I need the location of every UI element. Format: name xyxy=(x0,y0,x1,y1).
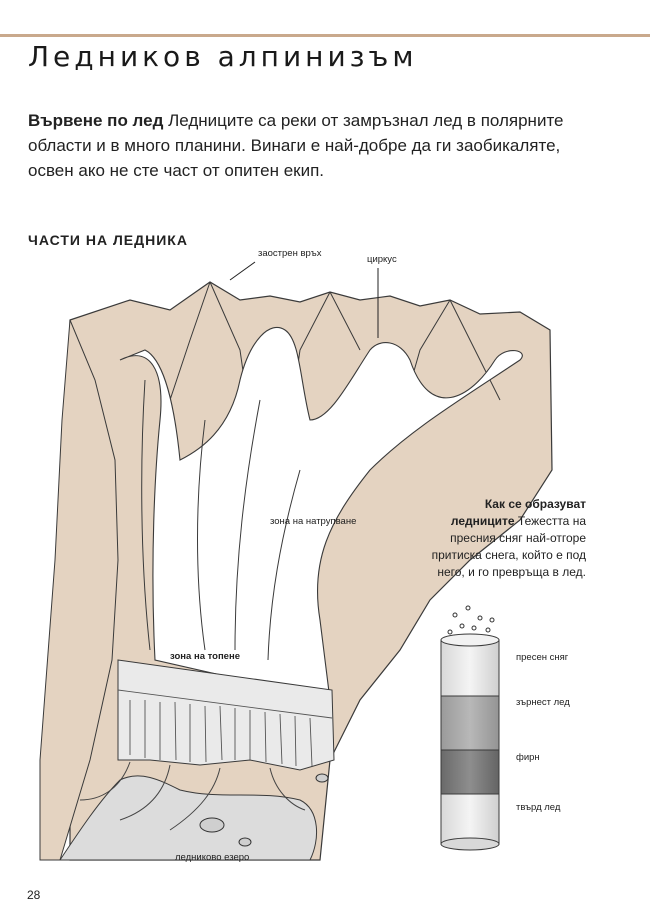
leader-peak xyxy=(229,261,256,281)
side-note-lead: Как се образуват ледниците xyxy=(450,497,586,528)
streams xyxy=(79,761,306,831)
label-glacial-lake: ледниково езеро xyxy=(175,852,250,863)
label-fresh-snow: пресен сняг xyxy=(516,652,569,663)
label-ablation-zone: зона на топене xyxy=(170,651,240,662)
side-note-text: Тежестта на пресния сняг най-отгоре прит… xyxy=(431,514,586,579)
intro-lead: Вървене по лед xyxy=(28,111,164,130)
label-peak: заострен връх xyxy=(258,248,322,259)
label-hard-ice: твърд лед xyxy=(516,802,561,813)
page-title: Ледников алпинизъм xyxy=(28,40,418,73)
label-firn: фирн xyxy=(516,752,540,763)
ice-column xyxy=(440,605,500,851)
ridge-lines xyxy=(159,281,501,451)
section-heading: ЧАСТИ НА ЛЕДНИКА xyxy=(28,232,188,248)
boulder-1 xyxy=(199,817,225,833)
intro-text: Ледниците са реки от замръзнал лед в пол… xyxy=(28,111,564,180)
top-rule xyxy=(0,34,650,37)
page-number: 28 xyxy=(27,888,41,902)
glacier-body xyxy=(119,326,523,701)
flow-lines xyxy=(141,379,301,661)
label-accumulation-zone: зона на натрупване xyxy=(270,516,357,527)
left-slope xyxy=(39,319,119,861)
label-granular-ice: зърнест лед xyxy=(516,697,570,708)
intro-paragraph: Вървене по лед Ледниците са реки от замр… xyxy=(28,108,588,183)
label-cirque: циркус xyxy=(367,254,397,265)
boulder-3 xyxy=(315,773,329,783)
boulder-2 xyxy=(238,837,252,847)
ice-crevasses xyxy=(117,689,333,767)
side-note: Как се образуват ледниците Тежестта на п… xyxy=(420,496,586,581)
meltwater xyxy=(59,775,318,861)
